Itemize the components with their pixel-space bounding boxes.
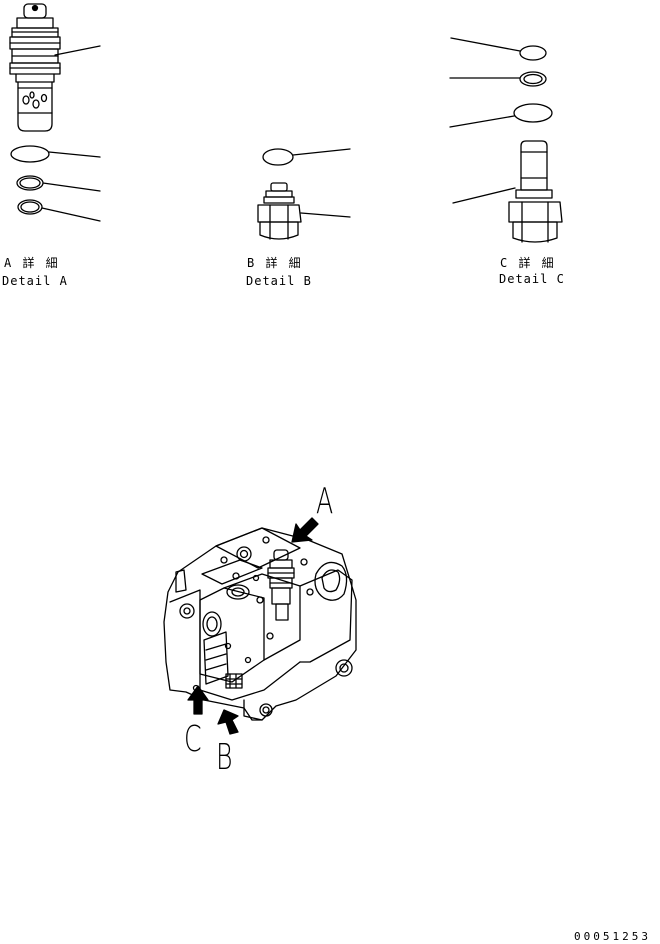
- detail-a-valve-cartridge: [9, 3, 101, 132]
- detail-a-label-jp: A 詳 細: [4, 256, 60, 270]
- arrow-c-icon: [187, 685, 209, 715]
- detail-b-plug: [257, 148, 351, 240]
- detail-c-plug: [452, 140, 563, 243]
- drawing-number: 00051253: [574, 930, 651, 943]
- arrow-a-icon: [291, 517, 319, 543]
- detail-c-rings: [449, 37, 553, 128]
- control-valve-assembly: [163, 527, 357, 721]
- detail-a-label-en: Detail A: [2, 274, 68, 288]
- detail-b-label-en: Detail B: [246, 274, 312, 288]
- detail-c-label-jp: C 詳 細: [500, 256, 556, 270]
- view-label-c: C: [184, 719, 202, 760]
- view-label-a: A: [316, 481, 334, 522]
- detail-a-o-rings: [10, 145, 101, 222]
- view-label-b: B: [216, 737, 233, 778]
- detail-b-label-jp: B 詳 細: [247, 256, 303, 270]
- arrow-b-icon: [217, 709, 239, 735]
- detail-c-label-en: Detail C: [499, 272, 565, 286]
